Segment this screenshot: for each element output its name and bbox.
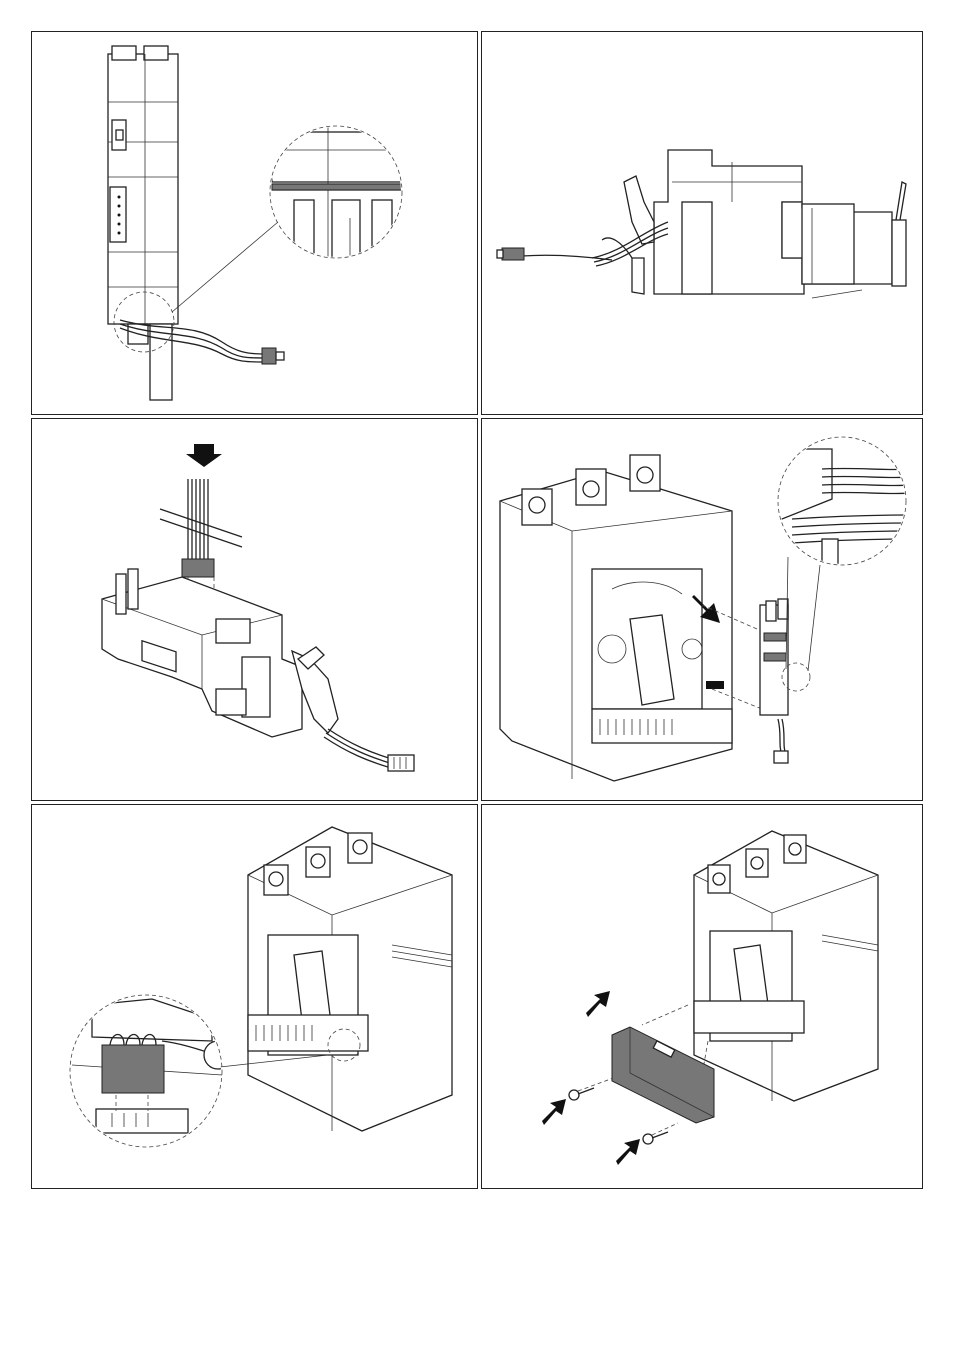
- connector-insertion-illustration: [32, 419, 478, 801]
- step-2-panel: [481, 31, 923, 415]
- step-5-panel: [31, 804, 478, 1189]
- step-3-panel: [31, 418, 478, 801]
- cover-fastening-illustration: [482, 805, 923, 1189]
- step-1-panel: [31, 31, 478, 415]
- arrow-icon: [186, 444, 222, 467]
- arrow-icon: [586, 991, 610, 1017]
- step-4-panel: [481, 418, 923, 801]
- breaker-module-mounting-illustration: [482, 419, 923, 801]
- step-6-panel: [481, 804, 923, 1189]
- arrow-icon: [542, 1099, 566, 1125]
- module-side-view-illustration: [32, 32, 478, 415]
- connector-plugging-illustration: [32, 805, 478, 1189]
- module-profile-illustration: [482, 32, 923, 415]
- arrow-icon: [616, 1139, 640, 1165]
